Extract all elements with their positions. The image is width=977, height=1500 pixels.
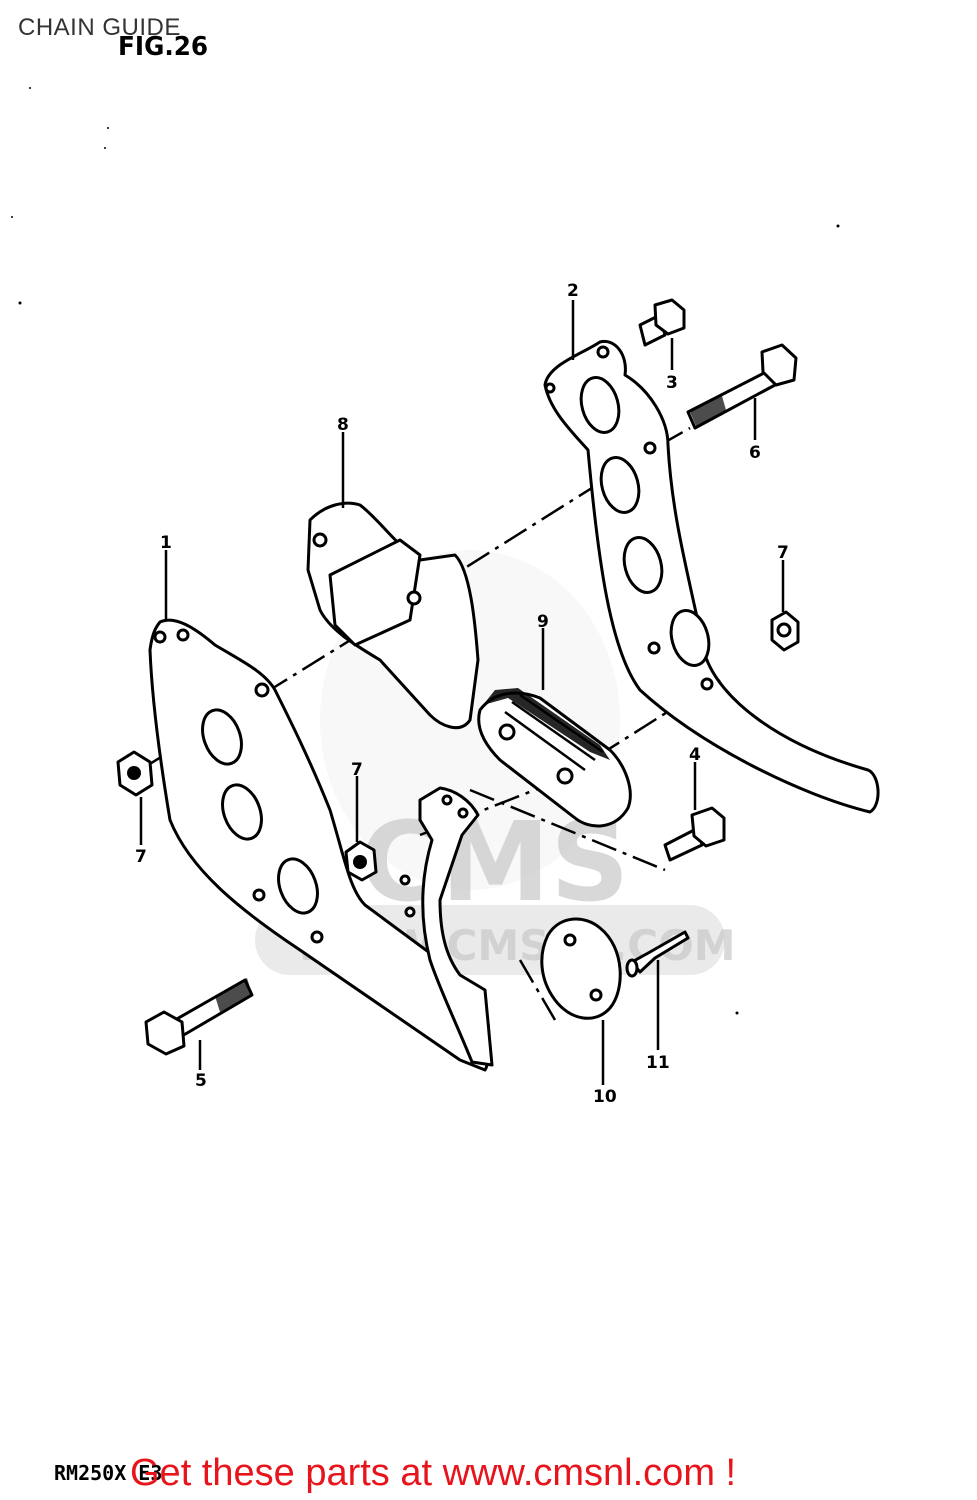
part-5-bolt — [144, 978, 254, 1056]
part-6-bolt — [686, 343, 798, 430]
callout-6: 6 — [749, 443, 761, 463]
part-8-chain-guide-block — [306, 501, 480, 730]
callout-labels: 1 2 3 4 5 6 7 7 7 8 9 10 11 — [135, 281, 789, 1107]
callout-7-right: 7 — [777, 543, 789, 563]
callout-7-center: 7 — [351, 760, 363, 780]
part-1-left-guide-plate — [148, 618, 491, 1072]
part-4-bolt — [663, 806, 726, 862]
cmsnl-parts-link[interactable]: Get these parts at www.cmsnl.com ! — [130, 1452, 737, 1494]
part-11-rivet — [625, 930, 690, 978]
callout-3: 3 — [666, 373, 678, 393]
part-2-right-guide-plate — [543, 339, 880, 814]
callout-7-left: 7 — [135, 847, 147, 867]
part-9-guide-pad — [477, 688, 632, 828]
leader-lines — [139, 300, 785, 1085]
scan-specks — [11, 87, 840, 1015]
page-title: CHAIN GUIDE — [18, 14, 181, 41]
model-code: RM250X E3 — [54, 1461, 163, 1485]
callout-5: 5 — [195, 1071, 207, 1091]
callout-2: 2 — [567, 281, 579, 301]
part-7-nut-center — [344, 840, 378, 882]
guide-bracket — [399, 786, 494, 1067]
callout-1: 1 — [160, 533, 172, 553]
part-7-nut-left — [116, 750, 154, 797]
part-7-nut-right — [770, 610, 800, 652]
callout-4: 4 — [689, 745, 701, 765]
part-10-spacer — [540, 917, 622, 1020]
callout-10: 10 — [593, 1087, 617, 1107]
callout-9: 9 — [537, 612, 549, 632]
figure-label: FIG.26 — [118, 32, 209, 62]
callout-11: 11 — [646, 1053, 670, 1073]
callout-8: 8 — [337, 415, 349, 435]
part-3-bolt — [638, 298, 686, 347]
